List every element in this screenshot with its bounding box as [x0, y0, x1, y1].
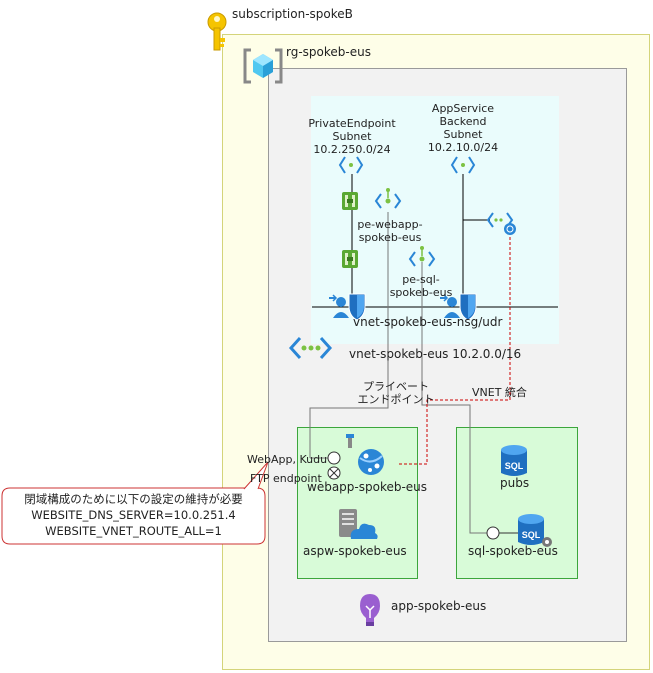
- svg-text:SQL: SQL: [522, 530, 541, 540]
- pe-subnet-label: PrivateEndpoint Subnet 10.2.250.0/24: [308, 117, 396, 156]
- pe-sql-label: pe-sql- spokeb-eus: [389, 273, 453, 299]
- private-endpoint-connection-label: プライベート エンドポイント: [357, 380, 435, 406]
- app-insights-label: app-spokeb-eus: [391, 599, 487, 613]
- app-subnet-label: AppService Backend Subnet 10.2.10.0/24: [427, 102, 499, 154]
- pe-webapp-label: pe-webapp- spokeb-eus: [357, 218, 423, 244]
- app-service-plan-container: [297, 427, 418, 579]
- subscription-label: subscription-spokeB: [232, 7, 353, 21]
- vnet-integration-connector: [397, 232, 511, 465]
- svg-text:SQL: SQL: [505, 461, 524, 471]
- app-service-plan-label: aspw-spokeb-eus: [303, 544, 407, 558]
- callout-box: [1, 487, 266, 545]
- ftp-endpoint-label: FTP endpoint: [250, 472, 322, 485]
- pe-sql-connector: [421, 262, 488, 534]
- resource-group-label: rg-spokeb-eus: [286, 45, 371, 59]
- vnet-integration-label: VNET 統合: [472, 386, 527, 399]
- sql-database-label: pubs: [500, 476, 530, 490]
- vnet-label: vnet-spokeb-eus 10.2.0.0/16: [349, 347, 522, 361]
- sql-server-label: sql-spokeb-eus: [468, 544, 558, 558]
- webapp-name-label: webapp-spokeb-eus: [307, 480, 428, 494]
- callout-text: 閉域構成のために以下の設定の維持が必要 WEBSITE_DNS_SERVER=1…: [24, 492, 243, 538]
- kudu-endpoint-circle: [327, 451, 341, 465]
- kudu-endpoint-label: WebApp, Kudu: [247, 453, 328, 466]
- pe-webapp-connector: [309, 212, 389, 458]
- sql-server-container: [456, 427, 578, 579]
- nsg-label: vnet-spokeb-eus-nsg/udr: [353, 315, 503, 329]
- callout-pointer: [243, 461, 269, 490]
